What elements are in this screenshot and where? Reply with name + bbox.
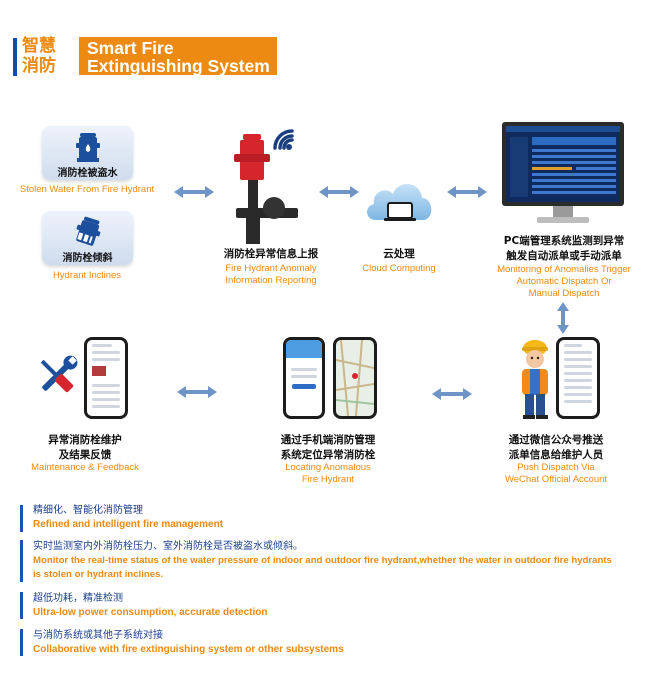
maintenance-label-cn-line1: 异常消防栓维护 (48, 434, 122, 446)
bullet-2-en-line1: Monitor the real-time status of the wate… (33, 555, 612, 566)
locate-label-en-line2: Fire Hydrant (301, 474, 355, 485)
fire-hydrant-sensor-icon (234, 129, 298, 244)
pc-label-en-line1: Monitoring of Anomalies Trigger (497, 264, 631, 275)
locate-label-cn-line2: 系统定位异常消防栓 (280, 449, 376, 461)
arrow-cloud-pc (447, 186, 487, 198)
bullet-bar-3 (20, 592, 23, 619)
hydrant-water-icon (76, 133, 100, 162)
bullet-bar-4 (20, 629, 23, 656)
bullet-bar-2 (20, 540, 23, 582)
cloud-label-en: Cloud Computing (362, 263, 436, 274)
maintenance-label-en: Maintenance & Feedback (31, 462, 139, 473)
header-title-en-line1: Smart Fire (87, 38, 174, 58)
arrow-locate-wechat (432, 388, 472, 400)
cloud-label-cn: 云处理 (383, 248, 415, 260)
arrow-theft-report (174, 186, 214, 198)
bullet-2-en-line2: is stolen or hydrant inclines. (33, 568, 164, 580)
header-title-cn-line2: 消防 (22, 56, 56, 76)
bullet-1-en: Refined and intelligent fire management (33, 519, 224, 530)
bullet-item-1: 精细化、智能化消防管理 Refined and intelligent fire… (33, 504, 633, 532)
header-title-en-line2: Extinguishing System (87, 56, 270, 76)
header-accent-bar (13, 38, 17, 76)
incline-label-cn: 消防栓倾斜 (62, 253, 113, 264)
bullet-3-en: Ultra-low power consumption, accurate de… (33, 607, 268, 618)
incline-tile: 消防栓倾斜 (42, 211, 133, 265)
wechat-label-en-line1: Push Dispatch Via (517, 462, 595, 473)
login-phone-icon (283, 337, 325, 419)
pc-monitor-icon (502, 122, 624, 223)
bullet-2-cn: 实时监测室内外消防栓压力、室外消防栓是否被盗水或倾斜。 (33, 541, 303, 552)
theft-label-cn: 消防栓被盗水 (57, 168, 118, 179)
report-label-en-line1: Fire Hydrant Anomaly (225, 263, 317, 274)
bullet-item-4: 与消防系统或其他子系统对接 Collaborative with fire ex… (33, 629, 633, 657)
wrench-screwdriver-icon (40, 355, 78, 393)
hydrant-incline-icon (76, 216, 101, 246)
bullet-3-cn: 超低功耗，精准检测 (33, 593, 123, 604)
wechat-label-cn-line2: 派单信息给维护人员 (508, 449, 604, 461)
bullet-4-cn: 与消防系统或其他子系统对接 (33, 630, 163, 641)
header-title-en-banner: Smart Fire Extinguishing System (79, 37, 277, 75)
incline-label-en: Hydrant Inclines (52, 270, 122, 281)
bullet-item-2: 实时监测室内外消防栓压力、室外消防栓是否被盗水或倾斜。 Monitor the … (33, 540, 638, 581)
pc-label-en-line2: Automatic Dispatch Or (516, 276, 612, 287)
bullet-4-en: Collaborative with fire extinguishing sy… (33, 644, 344, 655)
report-label-cn: 消防栓异常信息上报 (223, 248, 319, 260)
pc-label-en-line3: Manual Dispatch (528, 288, 600, 299)
theft-tile: 消防栓被盗水 (42, 126, 133, 180)
wechat-label-cn-line1: 通过微信公众号推送 (508, 434, 604, 446)
map-icon (336, 340, 374, 416)
locate-label-en-line1: Locating Anomalous (285, 462, 371, 473)
pc-label-cn-line1: PC端管理系统监测到异常 (503, 235, 625, 247)
header-title-cn-line1: 智慧 (22, 36, 56, 56)
header-title-cn: 智慧 消防 (22, 36, 72, 76)
wechat-phone-icon (556, 337, 600, 419)
bullet-bar-1 (20, 505, 23, 532)
report-label-en-line2: Information Reporting (225, 275, 317, 286)
locate-label-cn-line1: 通过手机端消防管理 (280, 434, 376, 446)
bullet-item-3: 超低功耗，精准检测 Ultra-low power consumption, a… (33, 592, 633, 620)
bullet-1-cn: 精细化、智能化消防管理 (33, 505, 143, 516)
theft-label-en: Stolen Water From Fire Hydrant (19, 184, 155, 195)
maintenance-worker-icon (522, 340, 548, 419)
pc-label-cn-line2: 触发自动派单或手动派单 (506, 250, 622, 262)
arrow-report-cloud (319, 186, 359, 198)
maintenance-phone-icon (84, 337, 128, 419)
arrow-pc-wechat (557, 302, 569, 334)
map-phone-icon (333, 337, 377, 419)
wechat-label-en-line2: WeChat Official Account (504, 474, 608, 485)
arrow-maint-locate (177, 386, 217, 398)
cloud-icon (367, 183, 432, 221)
maintenance-label-cn-line2: 及结果反馈 (58, 449, 112, 461)
